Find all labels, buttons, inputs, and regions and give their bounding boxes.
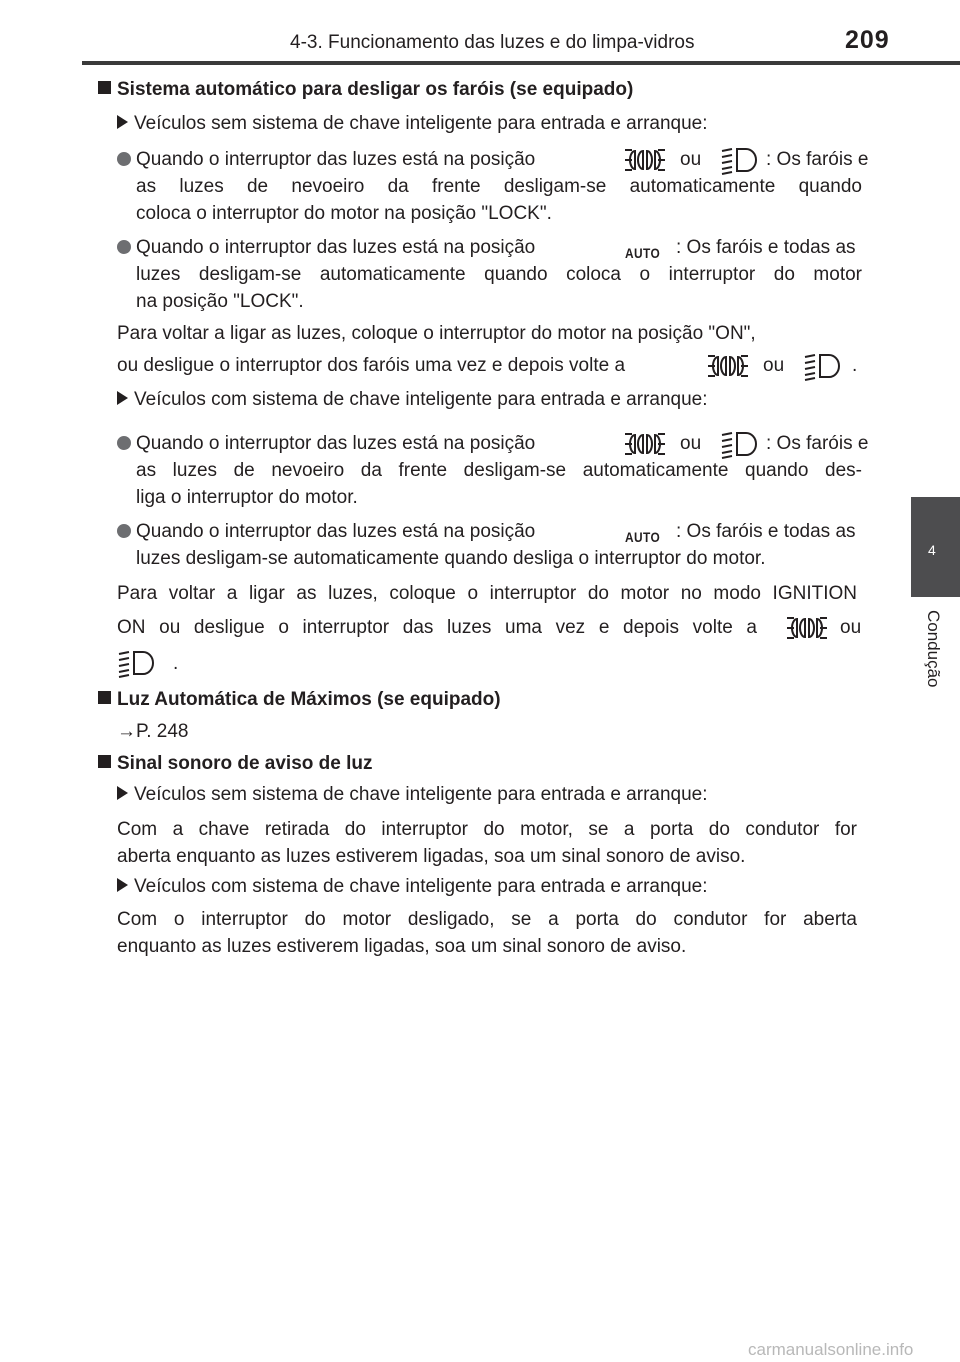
bullet-text: Quando o interruptor das luzes está na p… [136,521,536,542]
bullet-text: : Os faróis e [766,149,869,170]
bullet-text: as luzes de nevoeiro da frente desligam-… [136,460,862,481]
tail-lights-icon [785,613,829,643]
bullet-text: Quando o interruptor das luzes está na p… [136,149,536,170]
section-heading-text: Luz Automática de Máximos (se equipado) [117,689,501,710]
tail-lights-icon [706,351,750,381]
triangle-bullet-icon [117,115,128,129]
bullet-text: na posição "LOCK". [136,291,304,312]
auto-icon: AUTO [625,245,661,261]
page-number: 209 [845,26,890,54]
chapter-tab-number: 4 [928,542,936,558]
subheading-with-smart-key: Veículos com sistema de chave inteligent… [117,876,708,898]
bullet-text: ou [680,149,702,170]
subheading-without-smart-key: Veículos sem sistema de chave inteligent… [117,784,708,806]
paragraph: Para voltar a ligar as luzes, coloque o … [117,580,861,680]
paragraph-text: ou [763,355,785,376]
headlights-icon [803,351,843,381]
bullet-text: ou [680,433,702,454]
paragraph-text: . [852,355,858,376]
section-heading-auto-high-beam: Luz Automática de Máximos (se equipado) [98,689,501,711]
paragraph-text: aberta enquanto as luzes estiverem ligad… [117,846,746,867]
chapter-tab [911,497,960,597]
bullet-text: : Os faróis e [766,433,869,454]
square-bullet-icon [98,691,111,704]
chapter-tab-label: Condução [924,610,943,688]
section-heading-warning-buzzer: Sinal sonoro de aviso de luz [98,753,373,775]
subheading-text: Veículos com sistema de chave inteligent… [134,389,708,410]
bullet-item: Quando o interruptor das luzes está na p… [117,429,868,511]
triangle-bullet-icon [117,391,128,405]
header-title: 4-3. Funcionamento das luzes e do limpa-… [290,32,695,53]
paragraph-text: . [173,653,179,674]
bullet-item: Quando o interruptor das luzes está na p… [117,145,868,227]
round-bullet-icon [117,524,131,538]
header-rule [82,61,960,65]
bullet-text: Quando o interruptor das luzes está na p… [136,237,536,258]
paragraph: Para voltar a ligar as luzes, coloque o … [117,320,857,380]
watermark: carmanualsonline.info [748,1340,914,1359]
triangle-bullet-icon [117,878,128,892]
headlights-icon [720,145,760,175]
bullet-text: luzes desligam-se automaticamente quando… [136,548,766,569]
bullet-item: Quando o interruptor das luzes está na p… [117,234,862,315]
paragraph-text: Com a chave retirada do interruptor do m… [117,819,857,840]
bullet-text: Quando o interruptor das luzes está na p… [136,433,536,454]
paragraph-text: ou [840,617,862,638]
round-bullet-icon [117,436,131,450]
subheading-text: Veículos sem sistema de chave inteligent… [134,784,708,805]
round-bullet-icon [117,152,131,166]
bullet-item: Quando o interruptor das luzes está na p… [117,518,862,572]
tail-lights-icon [623,145,667,175]
section-heading-text: Sistema automático para desligar os faró… [117,79,634,100]
headlights-icon [720,429,760,459]
paragraph-text: enquanto as luzes estiverem ligadas, soa… [117,936,687,957]
section-heading-auto-off: Sistema automático para desligar os faró… [98,79,633,101]
subheading-text: Veículos sem sistema de chave inteligent… [134,113,708,134]
paragraph-text: Para voltar a ligar as luzes, coloque o … [117,583,857,604]
bullet-text: : Os faróis e todas as [676,237,856,258]
section-heading-text: Sinal sonoro de aviso de luz [117,753,373,774]
square-bullet-icon [98,81,111,94]
subheading-text: Veículos com sistema de chave inteligent… [134,876,708,897]
paragraph-text: ON ou desligue o interruptor das luzes u… [117,617,757,638]
round-bullet-icon [117,240,131,254]
bullet-text: coloca o interruptor do motor na posição… [136,203,552,224]
bullet-text: as luzes de nevoeiro da frente desligam-… [136,176,862,197]
paragraph-text: Com o interruptor do motor desligado, se… [117,909,857,930]
paragraph: Com o interruptor do motor desligado, se… [117,906,857,960]
subheading-without-smart-key: Veículos sem sistema de chave inteligent… [117,113,708,135]
bullet-text: : Os faróis e todas as [676,521,856,542]
tail-lights-icon [623,429,667,459]
triangle-bullet-icon [117,786,128,800]
headlights-icon [117,648,157,678]
paragraph: Com a chave retirada do interruptor do m… [117,816,857,870]
paragraph-text: ou desligue o interruptor dos faróis uma… [117,355,626,376]
auto-icon: AUTO [625,529,661,545]
bullet-text: luzes desligam-se automaticamente quando… [136,264,862,285]
paragraph-text: Para voltar a ligar as luzes, coloque o … [117,323,756,344]
subheading-with-smart-key: Veículos com sistema de chave inteligent… [117,389,708,411]
bullet-text: liga o interruptor do motor. [136,487,358,508]
page-reference-link[interactable]: →P. 248 [117,721,189,742]
square-bullet-icon [98,755,111,768]
